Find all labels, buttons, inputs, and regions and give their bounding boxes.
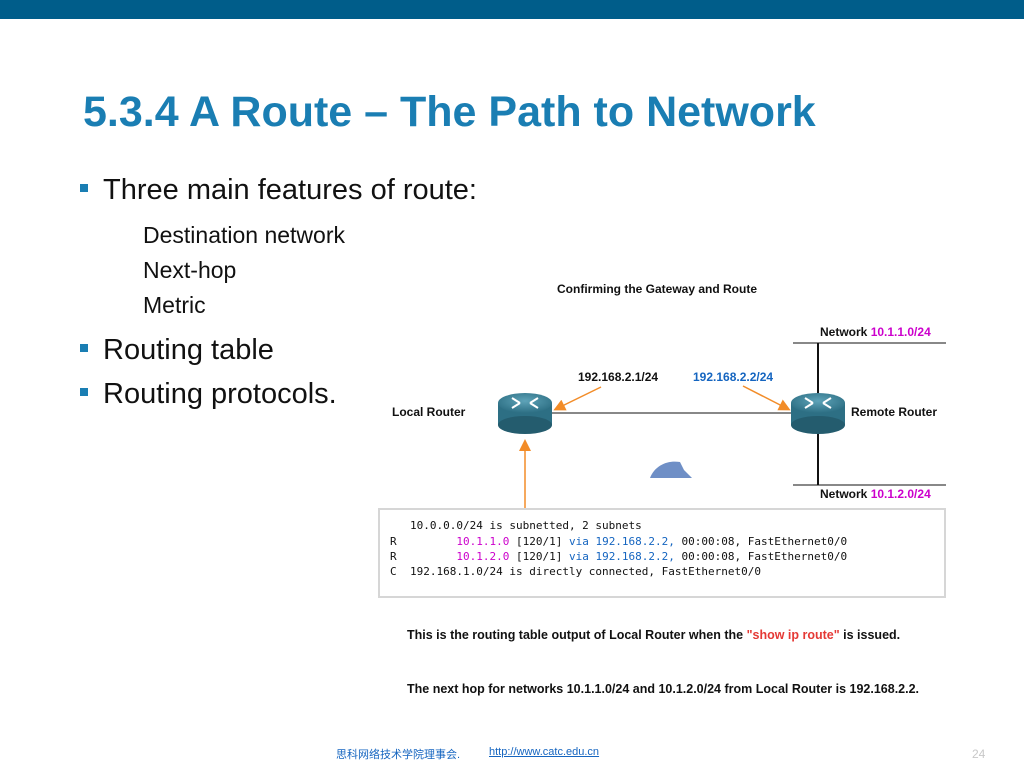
network-bottom-address: 10.1.2.0/24: [870, 487, 931, 501]
network-top-text: Network: [820, 325, 868, 339]
route-details: 00:00:08, FastEthernet0/0: [681, 535, 848, 548]
routing-table-row: R 10.1.2.0 [120/1] via 192.168.2.2, 00:0…: [390, 550, 847, 563]
subitem-metric: Metric: [143, 292, 206, 318]
bullet-text: Routing protocols.: [103, 378, 337, 410]
network-bottom-text: Network: [820, 487, 868, 501]
network-top-label: Network 10.1.1.0/24: [820, 325, 931, 339]
route-connected-text: 192.168.1.0/24 is directly connected, Fa…: [410, 565, 761, 578]
local-router-label: Local Router: [392, 405, 466, 419]
arrow-remote-ip: [742, 385, 791, 411]
subitem-destination-network: Destination network: [143, 222, 345, 248]
caption-paragraph-2: The next hop for networks 10.1.1.0/24 an…: [407, 682, 920, 696]
footer-link[interactable]: http://www.catc.edu.cn: [489, 746, 600, 758]
route-network: 10.1.2.0: [456, 550, 510, 563]
top-banner: [0, 0, 1024, 19]
caption-text: is issued.: [839, 628, 901, 642]
bullet-text: Routing table: [103, 334, 274, 366]
remote-router-icon: [791, 393, 845, 434]
routing-table-row: C 192.168.1.0/24 is directly connected, F…: [390, 565, 761, 578]
local-router-icon: [498, 393, 552, 434]
bullet-text: Three main features of route:: [103, 174, 477, 206]
route-code: C: [390, 565, 397, 578]
remote-router-label: Remote Router: [851, 405, 938, 419]
routing-table-output: 10.0.0.0/24 is subnetted, 2 subnets R 10…: [378, 508, 946, 598]
curved-arrow-icon: [650, 461, 692, 478]
local-ip-label: 192.168.2.1/24: [578, 370, 659, 384]
remote-ip-label: 192.168.2.2/24: [693, 370, 774, 384]
route-code: R: [390, 535, 397, 548]
network-top-address: 10.1.1.0/24: [870, 325, 931, 339]
routing-table-header: 10.0.0.0/24 is subnetted, 2 subnets: [410, 519, 642, 532]
route-next-hop: via 192.168.2.2,: [568, 550, 675, 563]
page-number: 24: [972, 747, 986, 761]
caption-paragraph-1: This is the routing table output of Loca…: [407, 626, 927, 644]
slide-title: 5.3.4 A Route – The Path to Network: [83, 88, 816, 136]
route-metric: [120/1]: [515, 535, 563, 548]
arrow-local-ip: [553, 386, 602, 411]
bullet-item: Routing protocols.: [80, 378, 337, 411]
caption-command: "show ip route": [746, 628, 840, 642]
bullet-item: Routing table: [80, 334, 274, 367]
bullet-square-icon: [80, 184, 88, 192]
subitem-next-hop: Next-hop: [143, 257, 237, 283]
route-network: 10.1.1.0: [456, 535, 510, 548]
caption-text: This is the routing table output of Loca…: [407, 628, 747, 642]
bullet-square-icon: [80, 344, 88, 352]
network-bottom-label: Network 10.1.2.0/24: [820, 487, 931, 501]
route-code: R: [390, 550, 397, 563]
routing-table-row: R 10.1.1.0 [120/1] via 192.168.2.2, 00:0…: [390, 535, 847, 548]
figure-title: Confirming the Gateway and Route: [557, 282, 758, 296]
route-next-hop: via 192.168.2.2,: [568, 535, 675, 548]
bullet-item: Three main features of route:: [80, 174, 477, 207]
route-details: 00:00:08, FastEthernet0/0: [681, 550, 848, 563]
footer-organization: 思科网络技术学院理事会.: [336, 749, 461, 761]
bullet-square-icon: [80, 388, 88, 396]
route-metric: [120/1]: [515, 550, 563, 563]
